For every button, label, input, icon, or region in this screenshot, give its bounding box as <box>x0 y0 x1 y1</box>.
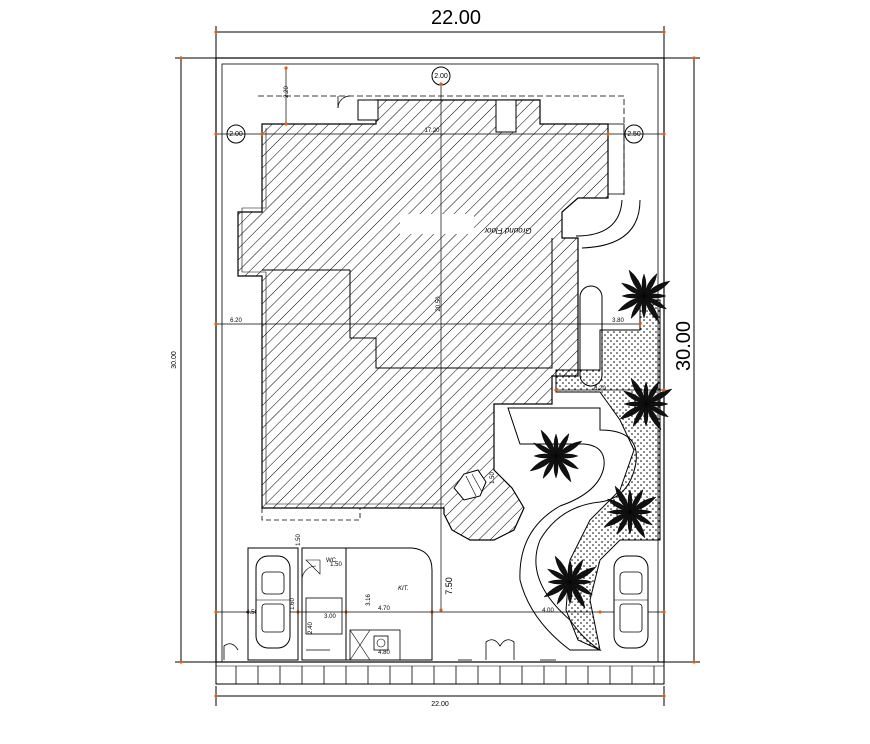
svg-text:2.00: 2.00 <box>434 73 448 80</box>
dimension-tick <box>284 66 288 70</box>
wall-dimension-label: 4.00 <box>542 608 554 614</box>
dimension-tick <box>598 610 602 614</box>
right-dimension: 30.00 <box>664 56 700 664</box>
dimension-tick <box>662 132 666 136</box>
palm-tree <box>619 377 673 431</box>
car-right <box>613 555 649 649</box>
wall-dimension-label: 4.70 <box>378 606 390 612</box>
dimension-tick <box>439 608 443 612</box>
wall-dimension-label: 4.80 <box>378 650 390 656</box>
dimension-ticks <box>214 66 666 614</box>
palm-tree <box>617 269 671 323</box>
dimension-tick <box>638 322 642 326</box>
service-dashed-line <box>261 508 361 521</box>
dimension-tick <box>214 610 218 614</box>
dimension-tick <box>606 132 610 136</box>
bottom-dimension: 22.00 <box>214 686 666 708</box>
dimension-tick <box>214 322 218 326</box>
wall-dimension-label: 4.50 <box>246 610 258 616</box>
wall-dimension-label: 3.80 <box>612 318 624 324</box>
room-label-wc: WC <box>326 558 337 564</box>
wall-dimension-label: 3.00 <box>324 614 336 620</box>
front-fence <box>215 661 665 685</box>
dimension-tick <box>554 388 558 392</box>
dimension-tick <box>284 122 288 126</box>
dimension-tick <box>439 82 443 86</box>
side-porch <box>575 123 641 249</box>
wall-dimension-label: 1.50 <box>330 562 342 568</box>
car-left <box>255 555 291 649</box>
bottom-width-label: 22.00 <box>431 701 449 708</box>
service-block: WC KIT. <box>247 547 433 661</box>
interior-dimensions <box>216 68 664 613</box>
top-dimension: 22.00 <box>214 7 666 60</box>
wall-dimension-label: 6.20 <box>594 386 606 392</box>
dimension-tick <box>662 610 666 614</box>
width-dimension-label: 22.00 <box>431 7 481 29</box>
house-width-label: 17.20 <box>424 128 440 134</box>
wall-dimension-label: 1.60 <box>290 598 296 610</box>
wall-dimension-label: 6.20 <box>230 318 242 324</box>
wall-dimension-label: 3.16 <box>366 594 372 606</box>
palm-trees <box>529 269 673 609</box>
grid-bubble-top: 2.00 <box>431 66 451 86</box>
left-length-label: 30.00 <box>171 351 178 369</box>
room-label-kitchen: KIT. <box>398 586 409 592</box>
house-footprint <box>237 95 609 541</box>
wall-labels: 2.20 6.20 1.50 1.50 4.50 4.70 3.00 6.20 4.00 3.80… <box>230 86 624 656</box>
left-dimension: 30.00 <box>171 56 216 664</box>
entrance-steps <box>453 469 487 501</box>
palm-tree <box>529 429 583 483</box>
svg-text:2.00: 2.00 <box>229 131 243 138</box>
front-setback-label: 7.50 <box>444 577 454 595</box>
center-length-label: 20.50 <box>436 296 442 312</box>
length-dimension-label: 30.00 <box>673 321 695 371</box>
dimension-tick <box>214 132 218 136</box>
wall-dimension-label: 1.50 <box>296 534 302 546</box>
wall-dimension-label: 2.20 <box>284 86 290 98</box>
palm-tree <box>603 485 657 539</box>
palm-tree <box>543 555 597 609</box>
dimension-tick <box>260 132 264 136</box>
dimension-tick <box>662 388 666 392</box>
ground-floor-label: Ground Floor <box>484 226 531 235</box>
wall-dimension-label: 2.40 <box>308 622 314 634</box>
label-mask <box>400 214 474 234</box>
front-gate <box>223 639 556 661</box>
svg-text:2.50: 2.50 <box>627 131 641 138</box>
wall-dimension-label: 1.50 <box>490 472 496 484</box>
